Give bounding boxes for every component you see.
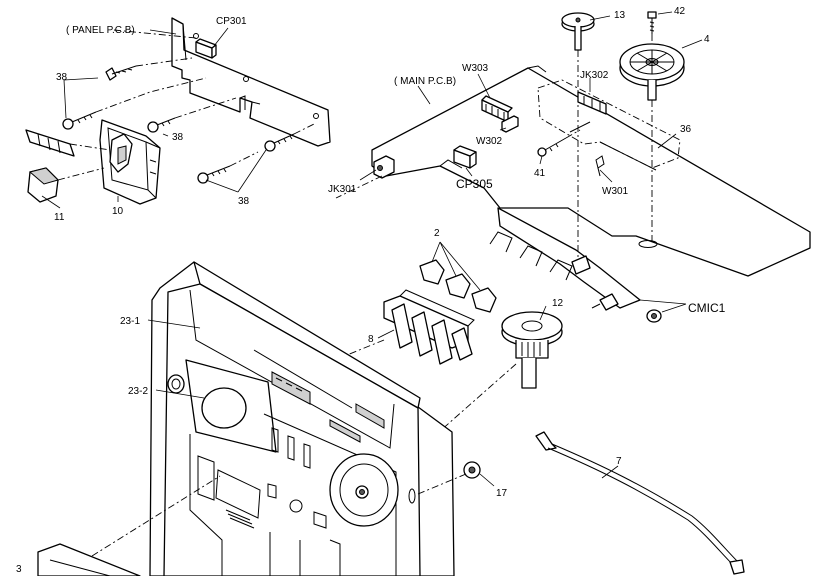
- front-panel-23-2: [185, 359, 399, 576]
- label-10: 10: [112, 206, 124, 217]
- connector-cp305: [453, 145, 477, 169]
- button-bank-8: [383, 289, 475, 365]
- label-2: 2: [434, 228, 440, 239]
- label-42: 42: [674, 6, 686, 17]
- screw-38-lower: [197, 165, 231, 184]
- label-13: 13: [614, 10, 626, 21]
- pcb-jack-front: [571, 255, 619, 311]
- label-cp305: CP305: [456, 177, 493, 191]
- connector-cp301: [195, 38, 217, 59]
- label-3: 3: [16, 564, 22, 575]
- label-jk302: JK302: [580, 70, 609, 81]
- label-w303: W303: [462, 63, 489, 74]
- label-23-1: 23-1: [120, 316, 140, 327]
- label-38-mid: 38: [172, 132, 184, 143]
- cord-7: [535, 431, 745, 575]
- label-w302: W302: [476, 136, 503, 147]
- knob-11: [25, 129, 75, 203]
- screw-38-left: [62, 111, 97, 130]
- label-8: 8: [368, 334, 374, 345]
- connector-w303: [481, 95, 513, 123]
- label-12: 12: [552, 298, 564, 309]
- screw-38-upper: [105, 65, 137, 81]
- label-w301: W301: [602, 186, 629, 197]
- jack-jk301: [373, 155, 395, 179]
- mic-cmic1: [646, 309, 662, 323]
- bracket-36: [537, 79, 681, 171]
- screw-42: [647, 11, 657, 34]
- connector-w301: [595, 155, 605, 177]
- knob-12: [501, 311, 563, 389]
- knob-holder-10: [99, 119, 161, 205]
- screw-38-right: [264, 133, 295, 152]
- label-panel-pcb: ( PANEL P.C.B): [66, 25, 135, 36]
- panel-pcb: [171, 17, 331, 147]
- label-7: 7: [616, 456, 622, 467]
- label-jk301: JK301: [328, 184, 357, 195]
- label-23-2: 23-2: [128, 386, 148, 397]
- gear-4: [619, 43, 685, 101]
- gear-13: [561, 12, 595, 51]
- label-38-lower: 38: [238, 196, 250, 207]
- label-17: 17: [496, 488, 508, 499]
- holders-2: [419, 231, 573, 313]
- label-38-upper: 38: [56, 72, 68, 83]
- panel-slot: [408, 488, 416, 504]
- label-36: 36: [680, 124, 692, 135]
- label-11: 11: [54, 212, 65, 223]
- label-4: 4: [704, 34, 710, 45]
- cap-17: [463, 461, 481, 479]
- label-main-pcb: ( MAIN P.C.B): [394, 76, 456, 87]
- base-part-3: [37, 543, 141, 576]
- main-pcb: [371, 65, 811, 309]
- label-cmic1: CMIC1: [688, 301, 726, 315]
- screw-38-mid: [147, 117, 176, 133]
- screw-41: [537, 137, 567, 157]
- label-cp301: CP301: [216, 16, 247, 27]
- label-41: 41: [534, 168, 546, 179]
- jack-jk302: [577, 91, 607, 115]
- side-knob: [167, 374, 185, 394]
- leader-lines: [41, 11, 703, 487]
